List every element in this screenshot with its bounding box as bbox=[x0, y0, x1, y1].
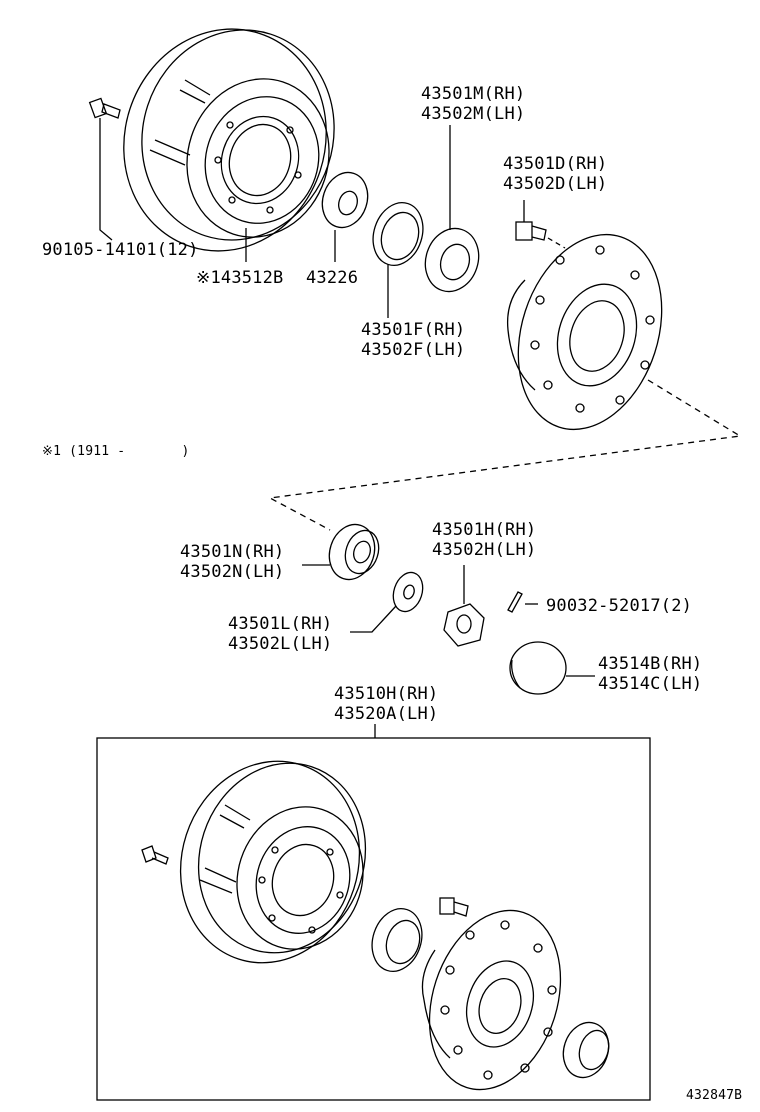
label-cap-lh: 43514C(LH) bbox=[598, 674, 703, 694]
cotter-pin bbox=[507, 591, 538, 613]
grease-cap bbox=[509, 641, 595, 695]
label-washer-lh: 43502L(LH) bbox=[228, 634, 333, 654]
bearing-assy bbox=[371, 908, 423, 972]
label-assy-rh: 43510H(RH) bbox=[334, 684, 439, 704]
bearing-inner-n bbox=[328, 523, 380, 581]
brake-drum-assy bbox=[179, 760, 367, 964]
label-race-inner-rh: 43501F(RH) bbox=[361, 320, 466, 340]
brake-drum-top bbox=[123, 28, 335, 252]
label-assy-lh: 43520A(LH) bbox=[334, 704, 439, 724]
label-bearing-n-rh: 43501N(RH) bbox=[180, 542, 285, 562]
bolt-assy bbox=[141, 845, 169, 865]
oil-seal bbox=[321, 171, 369, 262]
hub-bolt-top bbox=[88, 97, 121, 241]
label-hub-bolt-rh: 43501D(RH) bbox=[503, 154, 608, 174]
thrust-washer bbox=[350, 571, 424, 633]
label-bolt-top: 90105-14101(12) bbox=[42, 240, 199, 260]
bearing-outer bbox=[424, 125, 480, 293]
label-cap-rh: 43514B(RH) bbox=[598, 654, 703, 674]
dashed-leader bbox=[267, 379, 742, 531]
bearing-assy-n bbox=[562, 1021, 610, 1079]
label-washer-rh: 43501L(RH) bbox=[228, 614, 333, 634]
hub-nut bbox=[443, 565, 485, 647]
label-nut-lh: 43502H(LH) bbox=[432, 540, 537, 560]
label-race-inner-lh: 43502F(LH) bbox=[361, 340, 466, 360]
wheel-hub-top bbox=[506, 233, 663, 431]
label-race-outer-lh: 43502M(LH) bbox=[421, 104, 526, 124]
label-nut-rh: 43501H(RH) bbox=[432, 520, 537, 540]
label-oil-seal: 43226 bbox=[306, 268, 359, 288]
diagram-id: 432847B bbox=[686, 1088, 743, 1103]
label-drum-top: ※143512B bbox=[196, 268, 284, 288]
label-race-outer-rh: 43501M(RH) bbox=[421, 84, 526, 104]
bearing-race-inner bbox=[372, 202, 424, 318]
label-note: ※1 (1911 - ) bbox=[42, 444, 190, 459]
label-cotter-pin: 90032-52017(2) bbox=[546, 596, 693, 616]
assembly-box bbox=[96, 737, 651, 1101]
hub-assy bbox=[421, 909, 562, 1091]
label-bearing-n-lh: 43502N(LH) bbox=[180, 562, 285, 582]
hub-stud bbox=[515, 200, 566, 249]
label-hub-bolt-lh: 43502D(LH) bbox=[503, 174, 608, 194]
stud-assy bbox=[439, 897, 469, 917]
